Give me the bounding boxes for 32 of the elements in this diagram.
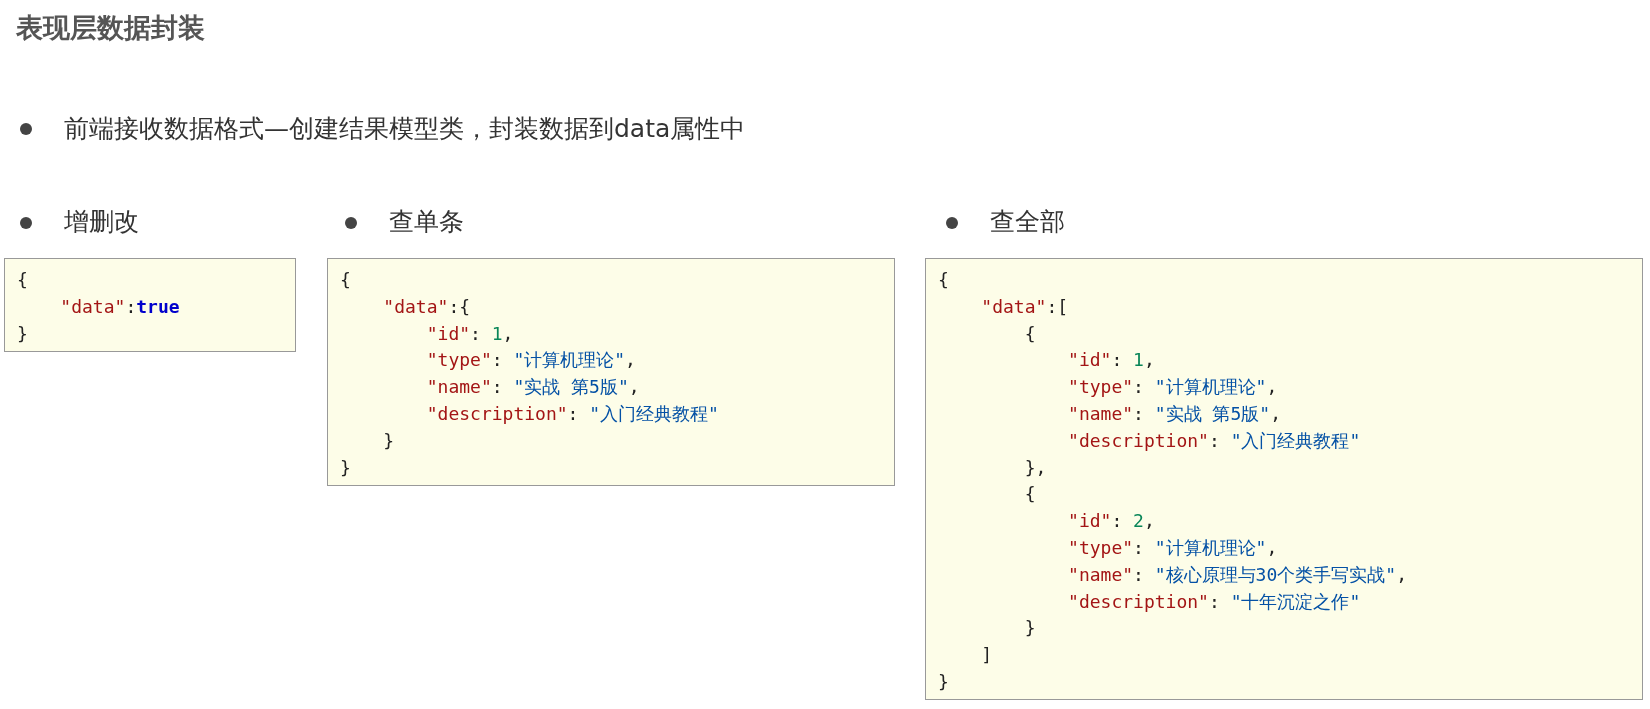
code-line: "description": "入门经典教程" (425, 402, 719, 426)
code-line: "data":{ (382, 294, 471, 319)
code-line: "type": "计算机理论", (1067, 375, 1278, 400)
code-line: "id": 1, (425, 321, 514, 346)
section-heading: 查单条 (389, 206, 464, 238)
code-line: "id": 2, (1067, 509, 1155, 534)
code-line: } (1023, 616, 1036, 641)
code-line: { (1023, 482, 1036, 507)
code-line: "type": "计算机理论", (1067, 535, 1278, 560)
code-line: { (17, 268, 28, 292)
code-line: } (382, 428, 395, 453)
code-line: { (938, 268, 949, 292)
section-heading: 查全部 (990, 206, 1065, 238)
code-line: ] (980, 643, 993, 668)
code-line: { (1023, 321, 1036, 346)
code-line: "type": "计算机理论", (425, 348, 636, 373)
code-line: "id": 1, (1067, 348, 1155, 373)
code-line: } (340, 455, 351, 480)
code-line: "name": "实战 第5版", (425, 375, 640, 400)
bullet-text: 前端接收数据格式—创建结果模型类，封装数据到data属性中 (64, 113, 746, 145)
slide-title: 表现层数据封装 (16, 11, 205, 45)
code-line: "name": "核心原理与30个类手写实战", (1067, 562, 1407, 587)
code-line: "description": "入门经典教程" (1067, 428, 1361, 453)
code-line: }, (1023, 455, 1047, 480)
code-line: { (340, 268, 351, 292)
code-line: "data":[ (980, 294, 1069, 319)
code-line: "data":true (59, 294, 180, 319)
code-line: } (938, 669, 949, 694)
section-heading: 增删改 (64, 206, 139, 238)
code-line: "name": "实战 第5版", (1067, 402, 1281, 426)
code-line: "description": "十年沉淀之作" (1067, 589, 1361, 614)
code-line: } (17, 321, 28, 346)
